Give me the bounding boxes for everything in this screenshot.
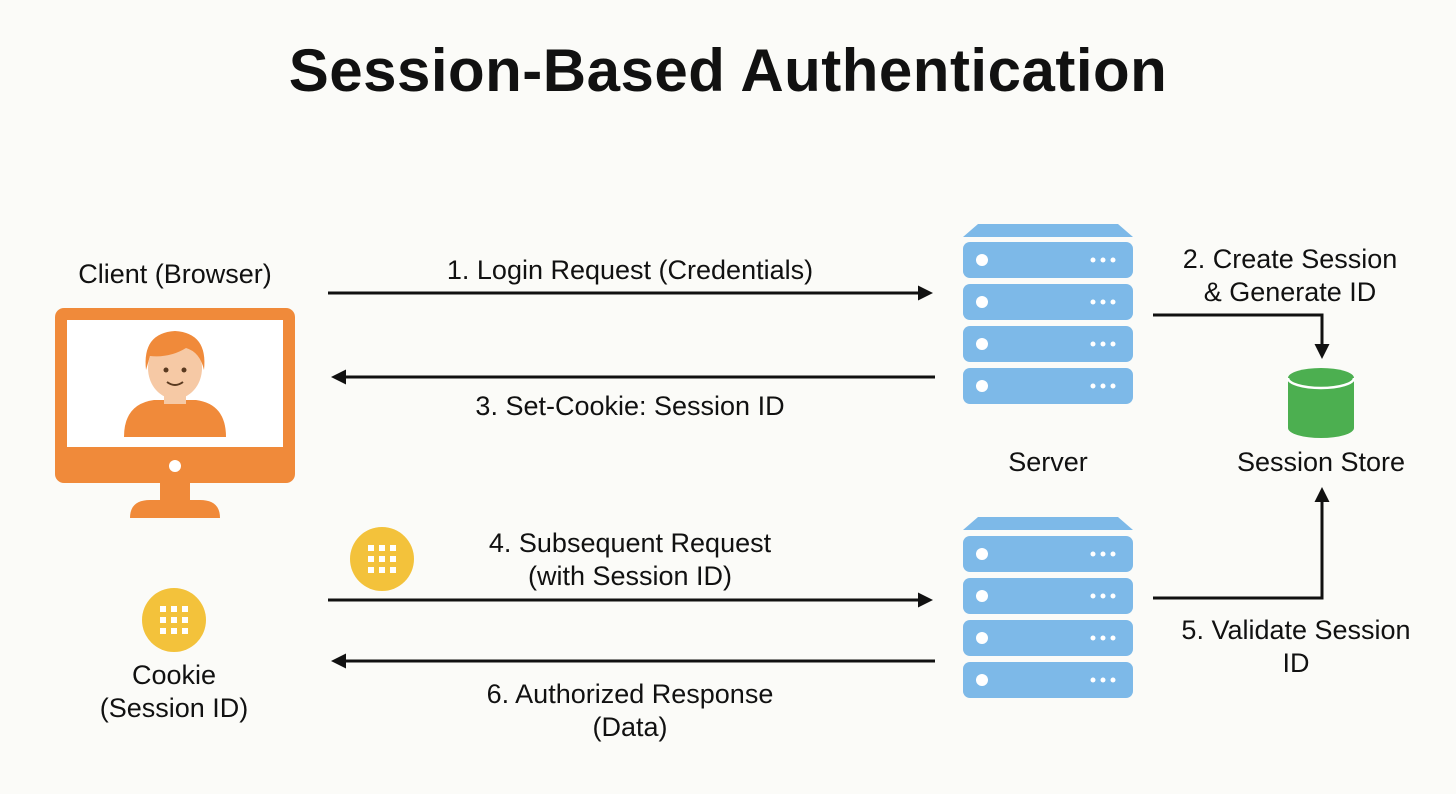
cookie-icon <box>350 527 414 591</box>
cookie-storage-icon <box>142 588 206 652</box>
session-store-database-icon <box>1286 368 1356 438</box>
arrow-create-session <box>1153 313 1330 359</box>
step-6-label-line1: 6. Authorized Response <box>486 679 774 709</box>
step-6-label-line2: (Data) <box>592 712 668 742</box>
client-monitor-icon <box>55 308 295 518</box>
cookie-label-line2: (Session ID) <box>99 693 249 723</box>
session-store-label: Session Store <box>1236 447 1406 477</box>
arrow-validate-session <box>1153 487 1330 600</box>
client-label: Client (Browser) <box>78 259 272 289</box>
server-label: Server <box>1008 447 1088 477</box>
server-bottom-icon <box>963 517 1133 698</box>
step-5-label-line2: ID <box>1282 648 1310 678</box>
step-4-label-line1: 4. Subsequent Request <box>488 528 772 558</box>
step-4-label-line2: (with Session ID) <box>527 561 733 591</box>
step-3-label: 3. Set-Cookie: Session ID <box>475 391 785 421</box>
step-2-label-line2: & Generate ID <box>1203 277 1377 307</box>
cookie-label-line1: Cookie <box>131 660 217 690</box>
server-top-icon <box>963 224 1133 404</box>
diagram-title: Session-Based Authentication <box>288 37 1168 104</box>
step-2-label-line1: 2. Create Session <box>1182 244 1398 274</box>
step-1-label: 1. Login Request (Credentials) <box>446 255 814 285</box>
step-5-label-line1: 5. Validate Session <box>1181 615 1411 645</box>
